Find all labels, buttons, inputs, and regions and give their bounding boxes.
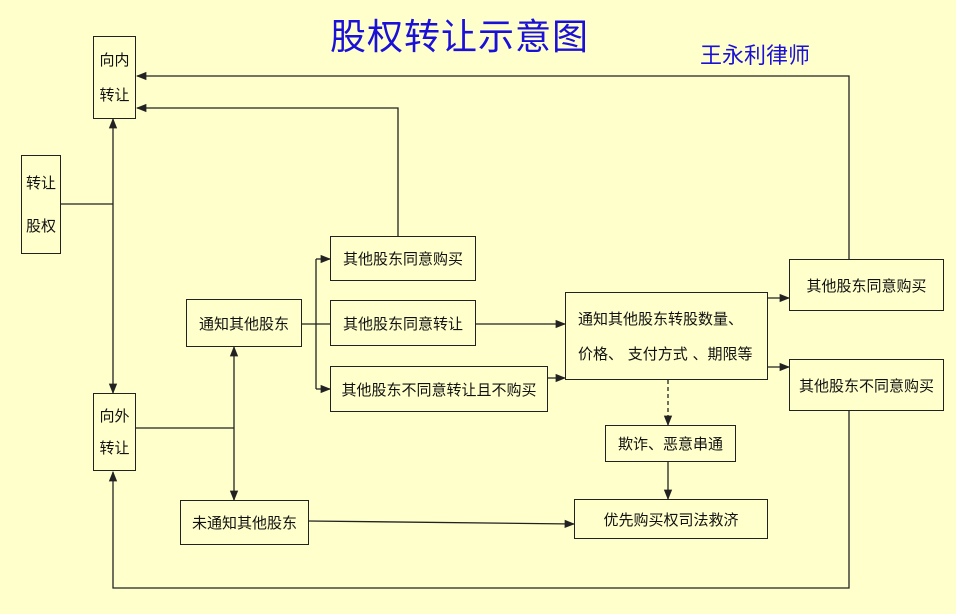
node-notify-details-line-2: 价格、 支付方式 、期限等 [578,344,753,363]
node-agree-purchase-right: 其他股东同意购买 [789,259,944,311]
edge-agree-purchase-right-to-inward [135,71,850,259]
edge-disagree-purchase-right-to-outward [108,410,850,589]
node-notify-shareholders: 通知其他股东 [186,299,302,347]
node-equity-transfer-line-1: 转让 [25,174,56,193]
node-outward-transfer-line-1: 向外 [99,407,130,425]
node-agree-purchase: 其他股东同意购买 [330,236,476,281]
node-agree-transfer: 其他股东同意转让 [330,300,476,346]
node-outward-transfer: 向外 转让 [93,393,136,471]
author-label: 王永利律师 [700,44,811,69]
node-notify-details: 通知其他股东转股数量、 价格、 支付方式 、期限等 [565,292,768,380]
edge-not-notified-to-remedy [307,519,576,529]
node-outward-transfer-line-2: 转让 [99,439,130,457]
node-not-notified: 未通知其他股东 [180,500,309,545]
node-fraud-collusion: 欺诈、恶意串通 [605,425,736,462]
node-disagree-no-purchase: 其他股东不同意转让且不购买 [330,366,548,412]
node-notify-details-line-1: 通知其他股东转股数量、 [578,309,744,328]
edge-agree-purchase-to-inward [135,103,399,236]
node-disagree-purchase-right: 其他股东不同意购买 [789,359,944,411]
node-equity-transfer: 转让 股权 [21,155,61,254]
node-inward-transfer-line-1: 向内 [99,51,130,70]
node-inward-transfer-line-2: 转让 [99,85,130,104]
node-preemptive-remedy: 优先购买权司法救济 [574,499,768,539]
page-title: 股权转让示意图 [330,17,590,58]
node-inward-transfer: 向内 转让 [93,36,136,119]
node-equity-transfer-line-2: 股权 [25,216,56,235]
